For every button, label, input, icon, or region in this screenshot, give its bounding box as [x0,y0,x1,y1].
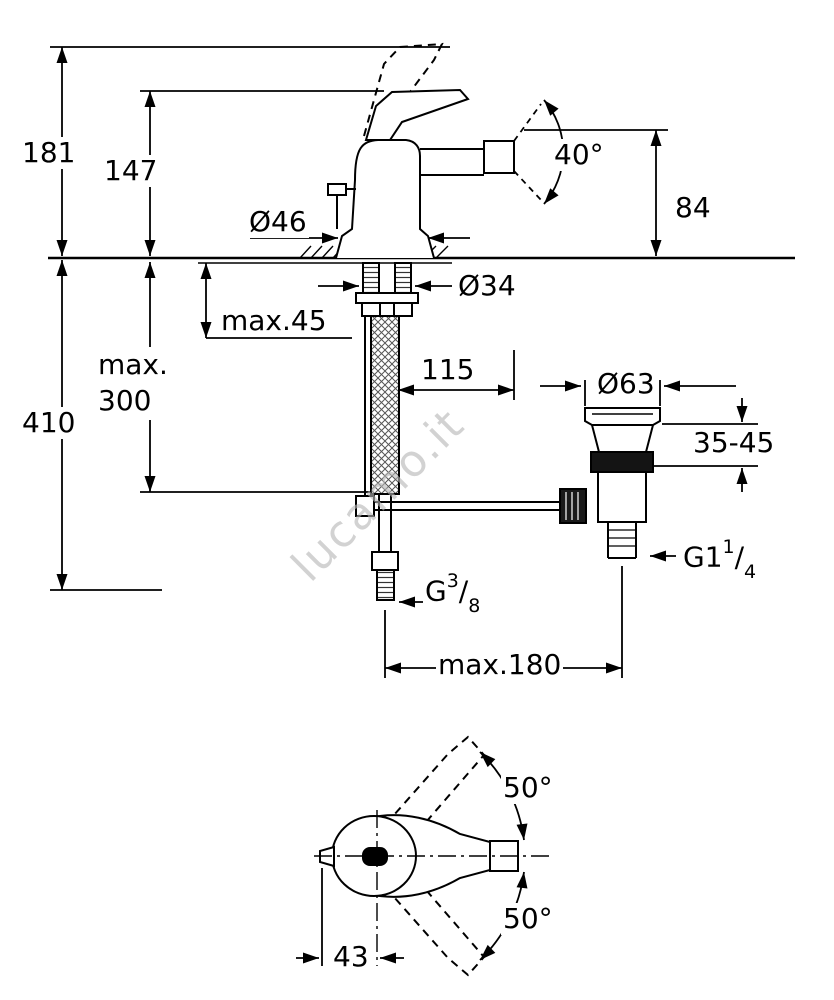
dim-40deg-radials [513,103,542,201]
g114-slash: / [734,540,745,574]
dim-label-max300-line1: max. [98,348,168,381]
popup-linkage-rod [355,495,560,517]
waste-gasket [590,451,654,473]
popup-knob [327,183,347,196]
ext-lines-3545 [654,423,758,467]
dim-label-d34: Ø34 [456,269,518,303]
dim-label-115: 115 [419,353,477,387]
dim-label-50deg-up: 50° [501,771,555,805]
mounting-nut [361,302,381,317]
mounting-washer [355,292,419,304]
linkage-horizontal-rod [374,501,560,511]
dim-label-g38: G3/8 [423,570,483,617]
lever-solid [364,88,470,141]
top-view-drawing [296,735,550,977]
dim-label-max45: max.45 [219,304,329,338]
dim-label-84: 84 [673,191,713,225]
tailpiece-threads [609,529,635,547]
popup-knob-rod [336,188,356,229]
waste-tailpiece [607,522,637,559]
waste-flange [584,407,661,426]
spout-outlet [483,140,515,174]
mounting-nut [393,302,413,317]
g114-base: G1 [683,540,723,574]
lever-swivel-down-dashed [385,882,486,977]
dim-label-d46: Ø46 [247,205,309,239]
cartridge-mark [362,847,388,866]
g38-sup: 3 [446,570,459,592]
dim-label-50deg-down: 50° [501,902,555,936]
g38-sub: 8 [468,594,481,617]
waste-adjust-knob [559,488,587,524]
dim-label-40deg: 40° [552,138,606,172]
g38-slash: / [458,574,469,608]
popup-waste-assembly [559,407,661,559]
dim-label-g114: G11/4 [681,536,759,583]
g38-base: G [425,574,447,608]
hose-nut [371,551,399,571]
dim-label-410: 410 [20,406,78,440]
g114-sub: 4 [744,560,757,583]
waste-body [597,471,647,523]
dim-label-d63: Ø63 [595,367,657,401]
hose-thread-end [376,569,395,601]
dim-label-43: 43 [331,940,371,974]
g114-sup: 1 [722,536,735,558]
linkage-connector [355,495,375,517]
dim-label-max300-line2: 300 [98,384,152,418]
knob-knurling [565,492,579,520]
supply-hose-assembly [355,262,419,601]
lever-swivel-up-dashed [385,735,486,830]
spout [420,148,484,176]
faucet-body [327,42,515,259]
supply-tube [378,494,392,552]
dim-label-3545: 35-45 [691,426,777,460]
dim-label-181: 181 [20,136,78,170]
dim-label-max180: max.180 [436,648,564,682]
ext-lines-d63 [584,380,661,406]
waste-taper [591,424,654,453]
flexible-hose [370,315,400,495]
body-outline [335,139,435,259]
dim-label-147: 147 [102,154,160,188]
dim-label-max300: max. 300 [96,347,170,420]
mounting-shank [362,262,380,294]
mounting-shank [394,262,412,294]
